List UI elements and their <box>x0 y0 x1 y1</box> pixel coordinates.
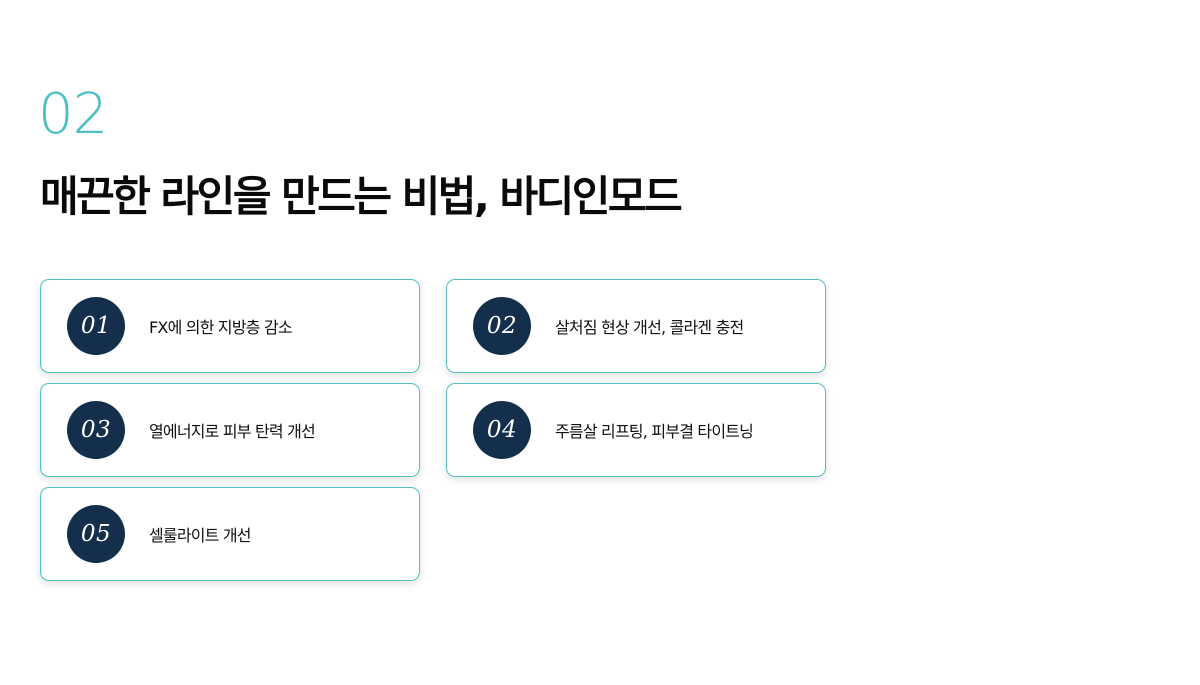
benefit-card-03: 03 열에너지로 피부 탄력 개선 <box>40 383 420 477</box>
number-badge: 01 <box>67 297 125 355</box>
number-badge: 05 <box>67 505 125 563</box>
badge-number: 03 <box>80 417 112 443</box>
benefit-grid: 01 FX에 의한 지방층 감소 02 살처짐 현상 개선, 콜라겐 충전 03… <box>40 279 826 581</box>
badge-number: 04 <box>486 417 518 443</box>
badge-number: 02 <box>486 313 518 339</box>
benefit-label: FX에 의한 지방층 감소 <box>149 318 293 337</box>
section-number: 02 <box>38 82 108 147</box>
benefit-label: 살처짐 현상 개선, 콜라겐 충전 <box>555 318 744 337</box>
badge-number: 01 <box>80 313 112 339</box>
benefit-card-04: 04 주름살 리프팅, 피부결 타이트닝 <box>446 383 826 477</box>
badge-number: 05 <box>80 521 112 547</box>
number-badge: 02 <box>473 297 531 355</box>
benefit-label: 열에너지로 피부 탄력 개선 <box>149 422 316 441</box>
benefit-card-02: 02 살처짐 현상 개선, 콜라겐 충전 <box>446 279 826 373</box>
section-title: 매끈한 라인을 만드는 비법, 바디인모드 <box>40 172 683 221</box>
number-badge: 04 <box>473 401 531 459</box>
benefit-label: 셀룰라이트 개선 <box>149 526 252 545</box>
benefit-card-01: 01 FX에 의한 지방층 감소 <box>40 279 420 373</box>
benefit-card-05: 05 셀룰라이트 개선 <box>40 487 420 581</box>
benefit-label: 주름살 리프팅, 피부결 타이트닝 <box>555 422 754 441</box>
number-badge: 03 <box>67 401 125 459</box>
